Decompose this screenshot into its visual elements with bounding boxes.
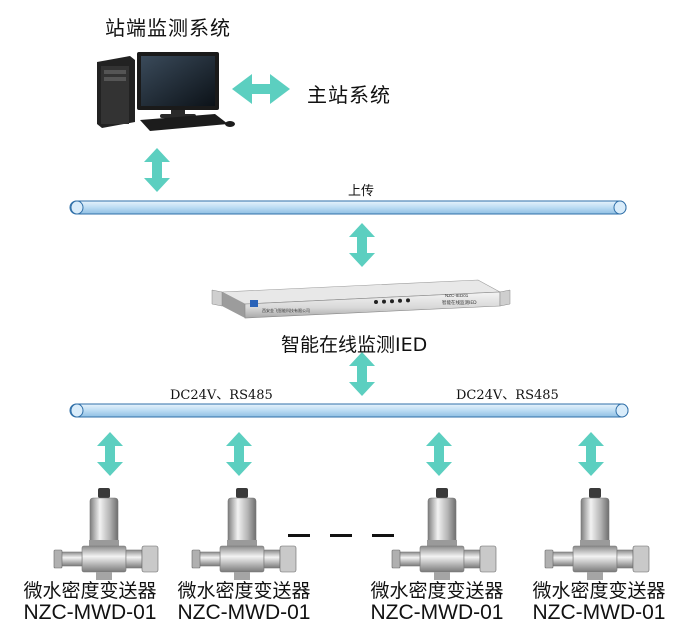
device-model-4: NZC-MWD-01 [532, 601, 666, 624]
device-model-1: NZC-MWD-01 [23, 601, 157, 624]
transmitter-image-4 [544, 487, 650, 581]
device-name-2: 微水密度变送器 [177, 580, 311, 602]
upload-bus [69, 200, 627, 215]
keyboard-image [140, 114, 235, 131]
station-title: 站端监测系统 [105, 16, 231, 40]
field-bus [69, 403, 629, 418]
field-bus-label-right: DC24V、RS485 [456, 388, 559, 403]
arrow-bus-device-2 [226, 432, 252, 476]
transmitter-image-3 [391, 487, 497, 581]
upload-bus-label: 上传 [348, 184, 375, 199]
ied-panel-company: 西安金飞智能科技有限公司 [262, 307, 310, 313]
pc-tower-image [97, 56, 135, 128]
transmitter-image-1 [53, 487, 159, 581]
arrow-bus-device-3 [426, 432, 452, 476]
arrow-pc-master [232, 74, 290, 104]
ied-panel-model: NZC-IED01 [445, 293, 469, 298]
ied-label: 智能在线监测IED [281, 334, 428, 356]
arrow-bus-ied [349, 223, 375, 267]
ied-device-image: NZC-IED01 智能在线监测IED 西安金飞智能科技有限公司 [211, 279, 511, 319]
device-name-3: 微水密度变送器 [370, 580, 504, 602]
device-name-4: 微水密度变送器 [532, 580, 666, 602]
arrow-pc-bus [144, 148, 170, 192]
device-model-2: NZC-MWD-01 [177, 601, 311, 624]
arrow-ied-bus [349, 352, 375, 396]
master-label: 主站系统 [307, 83, 391, 107]
arrow-bus-device-4 [578, 432, 604, 476]
transmitter-image-2 [191, 487, 297, 581]
arrow-bus-device-1 [97, 432, 123, 476]
ellipsis-dashes [288, 534, 394, 537]
ied-panel-name: 智能在线监测IED [442, 299, 477, 306]
device-model-3: NZC-MWD-01 [370, 601, 504, 624]
monitor-image [137, 52, 219, 118]
field-bus-label-left: DC24V、RS485 [170, 388, 273, 403]
device-name-1: 微水密度变送器 [23, 580, 157, 602]
